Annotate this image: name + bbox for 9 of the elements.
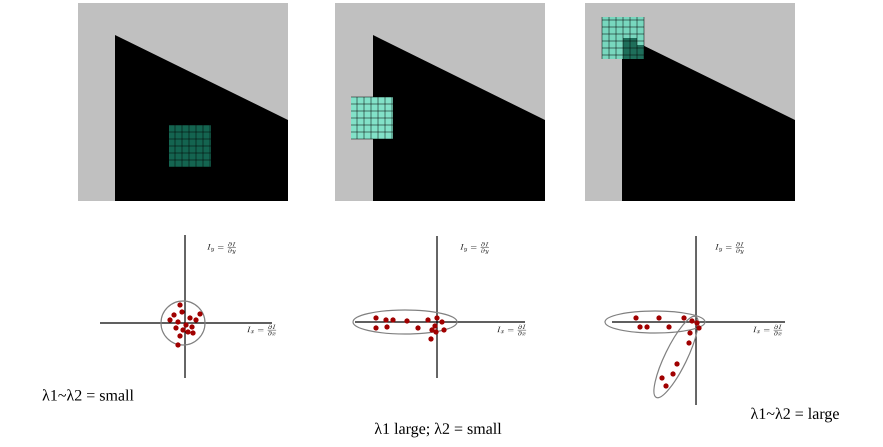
axis-label: $I_x = \frac{\partial I}{\partial x}$ [753,324,782,336]
caption: λ1 large; λ2 = small [374,422,502,438]
caption: λ1~λ2 = large [751,408,839,422]
axis-label: $I_y = \frac{\partial I}{\partial y}$ [715,242,744,254]
axis-label: $I_y = \frac{\partial I}{\partial y}$ [460,242,489,254]
axis-label: $I_x = \frac{\partial I}{\partial x}$ [497,324,526,336]
axis-label: $I_x = \frac{\partial I}{\partial x}$ [247,324,276,336]
caption: λ1~λ2 = small [42,389,134,401]
axis-label: $I_y = \frac{\partial I}{\partial y}$ [207,242,236,254]
